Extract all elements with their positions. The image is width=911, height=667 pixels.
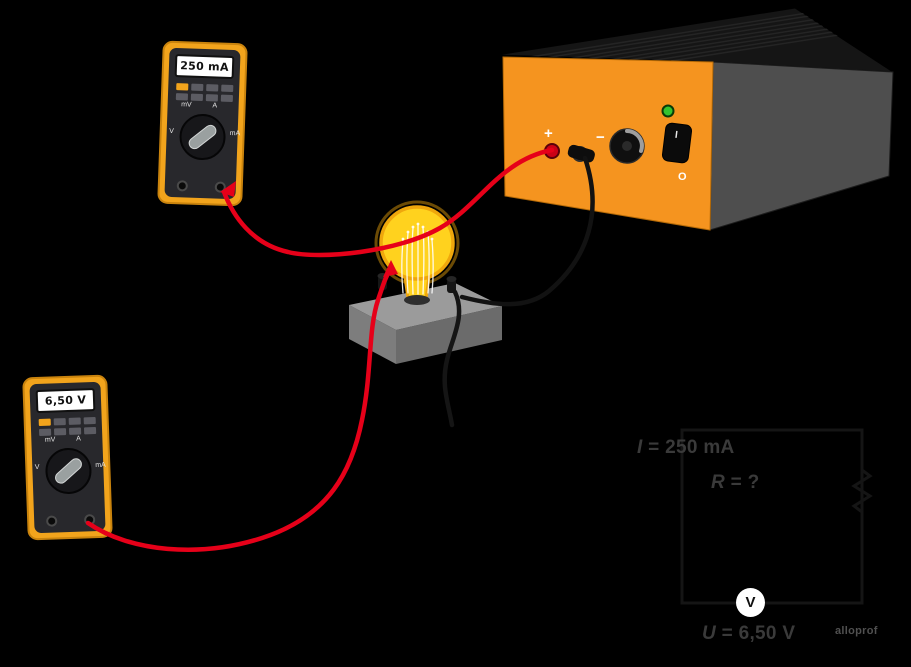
- plus-label: +: [544, 125, 553, 142]
- bulb-base: [404, 295, 430, 305]
- voltage-value: = 6,50 V: [716, 623, 796, 644]
- current-variable: I: [637, 437, 643, 458]
- voltage-dial-center: [622, 141, 632, 151]
- minus-label: −: [596, 129, 605, 146]
- socket-top-face: [349, 283, 502, 330]
- resistance-variable: R: [711, 472, 726, 493]
- red-probe-tip-bulb: [383, 260, 398, 277]
- negative-plug: [567, 144, 595, 163]
- power-supply: + − I O: [496, 7, 895, 231]
- voltage-annotation: U = 6,50 V: [702, 623, 795, 645]
- current-annotation: I = 250 mA: [637, 437, 735, 459]
- red-wire-voltmeter-to-bulb: [85, 265, 394, 552]
- light-bulb: [374, 200, 460, 305]
- red-probe-tip-ammeter: [220, 181, 236, 197]
- switch-on-label: I: [674, 130, 678, 141]
- voltage-dial-marker: [625, 129, 644, 153]
- resistance-value: = ?: [725, 472, 760, 493]
- bulb-glass: [379, 205, 455, 281]
- voltmeter-symbol: V: [736, 588, 765, 617]
- current-value: = 250 mA: [642, 437, 735, 458]
- power-supply-front: [502, 56, 714, 231]
- binding-post-right: [447, 279, 456, 293]
- black-wire-bulb-down: [442, 289, 462, 428]
- red-wire-supply-to-ammeter: [221, 147, 555, 258]
- switch-off-label: O: [678, 171, 687, 183]
- alloprof-watermark: alloprof: [835, 625, 878, 637]
- socket-right-face: [396, 306, 502, 364]
- resistance-annotation: R = ?: [711, 472, 760, 494]
- voltage-variable: U: [702, 623, 717, 644]
- power-led: [661, 104, 675, 118]
- black-wire-supply-to-bulb: [459, 155, 595, 307]
- binding-post-right-cap: [446, 276, 457, 282]
- power-switch: I: [661, 122, 693, 164]
- circuit-schematic: [680, 428, 873, 605]
